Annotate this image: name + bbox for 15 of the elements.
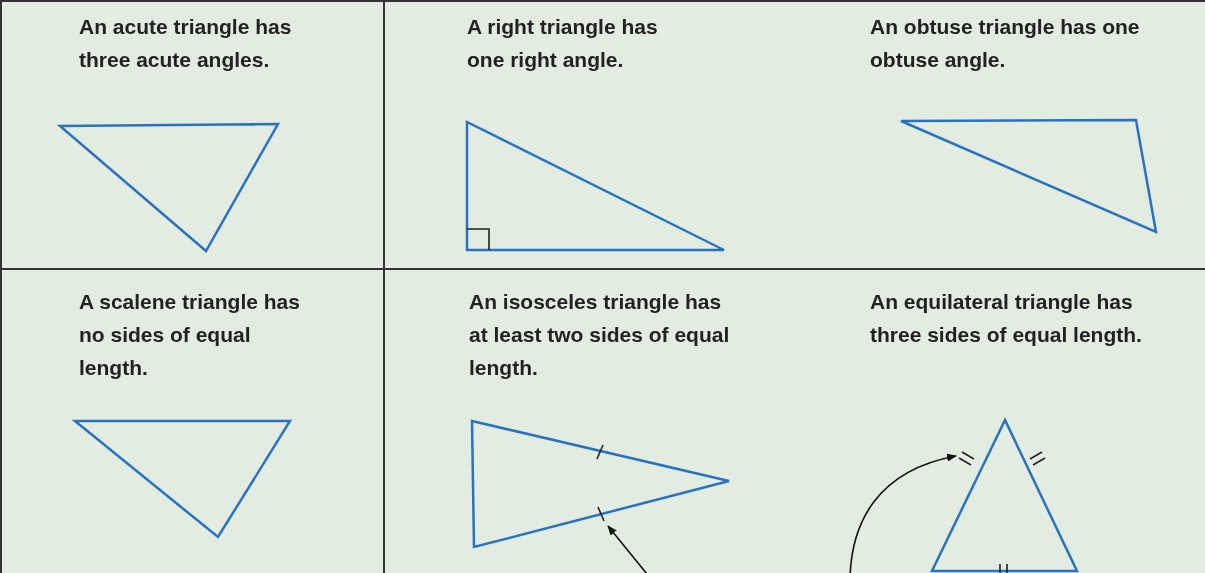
- table-cell: [0, 0, 385, 270]
- description-text: An isosceles triangle has at least two sides of equal length.: [469, 289, 731, 381]
- description-text: An equilateral triangle has three sides of equal length.: [870, 289, 1143, 348]
- description-text: A scalene triangle has no sides of equal length.: [79, 289, 301, 381]
- triangle-drawing: [932, 420, 1077, 571]
- triangle-drawing: [467, 122, 724, 250]
- table-cell: [0, 270, 385, 573]
- description-text: An acute triangle has three acute angles.: [79, 14, 293, 73]
- table-cell: [385, 0, 1205, 270]
- triangle-drawing: [901, 120, 1156, 232]
- leader-arrow: [849, 454, 957, 573]
- description-text: An obtuse triangle has one obtuse angle.: [870, 14, 1141, 73]
- description-text: A right triangle has one right angle.: [467, 14, 659, 73]
- table-cell: [385, 270, 1205, 573]
- triangle-drawing: [472, 421, 729, 547]
